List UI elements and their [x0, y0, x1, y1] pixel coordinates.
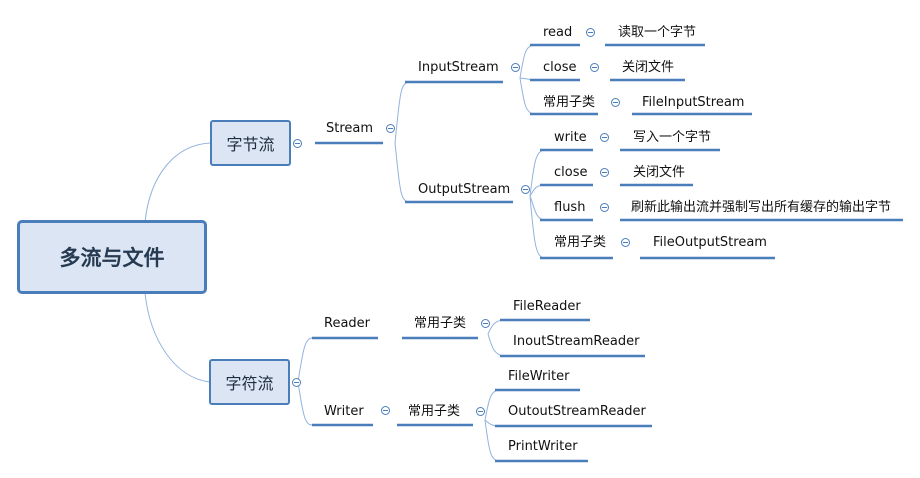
- collapse-icon[interactable]: [476, 407, 485, 416]
- link-reader-inout: [487, 333, 506, 357]
- input-item-key[interactable]: 常用子类: [543, 95, 596, 110]
- link-output-sub: [529, 195, 546, 259]
- collapse-icon[interactable]: [481, 319, 490, 328]
- link-char-reader: [297, 337, 313, 383]
- link-char-writer: [297, 381, 313, 426]
- collapse-icon[interactable]: [621, 238, 630, 247]
- writer-subclass-label[interactable]: 常用子类: [408, 404, 461, 419]
- output-item-desc[interactable]: FileOutputStream: [653, 235, 767, 250]
- collapse-icon[interactable]: [293, 139, 302, 148]
- input-item-key[interactable]: read: [543, 25, 573, 40]
- input-item-desc[interactable]: 关闭文件: [622, 60, 675, 75]
- link-stream-input: [394, 81, 411, 144]
- output-item-desc[interactable]: 刷新此输出流并强制写出所有缓存的输出字节: [631, 200, 892, 215]
- link-writer-file: [484, 389, 501, 421]
- link-output-write: [529, 149, 546, 197]
- stream-topic[interactable]: Stream: [326, 121, 374, 136]
- link-output-close: [529, 184, 546, 197]
- writer-subclass-item[interactable]: FileWriter: [508, 369, 570, 384]
- collapse-icon[interactable]: [386, 124, 395, 133]
- link-root-byte: [144, 142, 211, 223]
- collapse-icon[interactable]: [381, 406, 390, 415]
- outputstream-topic[interactable]: OutputStream: [418, 182, 511, 197]
- input-item-key[interactable]: close: [543, 60, 577, 75]
- writer-subclass-item[interactable]: OutoutStreamReader: [508, 404, 646, 419]
- reader-subclass-item[interactable]: FileReader: [513, 299, 581, 314]
- collapse-icon[interactable]: [600, 203, 609, 212]
- reader-topic[interactable]: Reader: [324, 316, 371, 331]
- link-input-read: [519, 44, 536, 79]
- link-reader-file: [487, 319, 506, 335]
- output-item-key[interactable]: 常用子类: [554, 235, 607, 250]
- root-topic[interactable]: 多流与文件: [17, 220, 207, 294]
- output-item-key[interactable]: close: [554, 165, 588, 180]
- char-stream-topic[interactable]: 字符流: [209, 359, 290, 405]
- link-stream-output: [394, 142, 411, 203]
- output-item-key[interactable]: flush: [554, 200, 586, 215]
- collapse-icon[interactable]: [600, 168, 609, 177]
- collapse-icon[interactable]: [521, 185, 530, 194]
- collapse-icon[interactable]: [511, 63, 520, 72]
- collapse-icon[interactable]: [590, 63, 599, 72]
- link-root-char: [144, 292, 211, 383]
- writer-subclass-item[interactable]: PrintWriter: [508, 439, 578, 454]
- collapse-icon[interactable]: [600, 133, 609, 142]
- input-item-desc[interactable]: FileInputStream: [642, 95, 745, 110]
- collapse-icon[interactable]: [586, 28, 595, 37]
- output-item-desc[interactable]: 写入一个字节: [633, 130, 712, 145]
- collapse-icon[interactable]: [292, 378, 301, 387]
- output-item-key[interactable]: write: [554, 130, 587, 145]
- output-item-desc[interactable]: 关闭文件: [633, 165, 686, 180]
- reader-subclass-item[interactable]: InoutStreamReader: [513, 334, 640, 349]
- byte-stream-topic[interactable]: 字节流: [210, 120, 291, 166]
- reader-subclass-label[interactable]: 常用子类: [414, 316, 467, 331]
- inputstream-topic[interactable]: InputStream: [418, 60, 499, 75]
- input-item-desc[interactable]: 读取一个字节: [618, 25, 697, 40]
- writer-topic[interactable]: Writer: [324, 404, 364, 419]
- link-input-sub: [519, 77, 536, 115]
- collapse-icon[interactable]: [611, 98, 620, 107]
